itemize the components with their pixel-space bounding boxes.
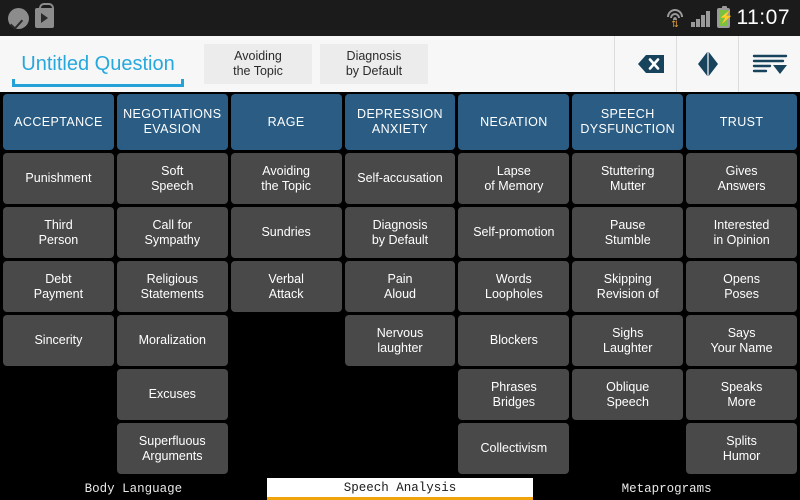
- chip-label-line2: the Topic: [233, 64, 283, 78]
- grid-cell[interactable]: Self-promotion: [458, 207, 570, 258]
- column-header-trust[interactable]: TRUST: [686, 94, 798, 150]
- chip-label-line1: Diagnosis: [346, 49, 402, 63]
- chip-label-line1: Avoiding: [234, 49, 282, 63]
- grid-cell-empty: [3, 369, 114, 420]
- chip-label-line2: by Default: [345, 64, 403, 78]
- wifi-icon: ⇅: [666, 9, 684, 29]
- play-store-bag-icon: [35, 3, 54, 28]
- mirror-diamond-button[interactable]: [676, 36, 738, 92]
- column-header-depression-anxiety[interactable]: DEPRESSION ANXIETY: [344, 94, 456, 150]
- column-header-rage[interactable]: RAGE: [230, 94, 342, 150]
- question-title-field[interactable]: Untitled Question: [0, 36, 196, 92]
- grid-cell[interactable]: Self-accusation: [344, 153, 456, 204]
- grid-cell[interactable]: Excuses: [116, 369, 228, 420]
- grid-cell-empty: [572, 423, 683, 474]
- column-header-acceptance[interactable]: ACCEPTANCE: [3, 94, 114, 150]
- backspace-delete-button[interactable]: [614, 36, 676, 92]
- title-underline: [12, 79, 184, 87]
- grid-cell-empty: [231, 369, 342, 420]
- chip-diagnosis-by-default[interactable]: Diagnosis by Default: [320, 44, 428, 84]
- status-bar-system: ⇅ 11:07: [666, 6, 790, 30]
- grid-cell[interactable]: Blockers: [458, 315, 570, 366]
- clock-label: 11:07: [736, 6, 790, 29]
- status-bar: ⇅ 11:07: [0, 0, 800, 36]
- grid-cell[interactable]: Moralization: [116, 315, 228, 366]
- sort-list-button[interactable]: [738, 36, 800, 92]
- grid-cell[interactable]: Collectivism: [458, 423, 570, 474]
- bottom-tab-bar: Body Language Speech Analysis Metaprogra…: [0, 478, 800, 500]
- grid-cell[interactable]: Sincerity: [3, 315, 114, 366]
- toolbar-actions: [614, 36, 800, 92]
- selected-chips: Avoiding the Topic Diagnosis by Default: [196, 36, 428, 92]
- battery-charging-icon: [716, 6, 730, 28]
- check-circle-icon: [8, 7, 29, 29]
- cellular-signal-icon: [691, 10, 710, 27]
- column-header-negation[interactable]: NEGATION: [458, 94, 570, 150]
- column-header-negotiations-evasion[interactable]: NEGOTIATIONS EVASION: [116, 94, 228, 150]
- tab-metaprograms[interactable]: Metaprograms: [533, 478, 800, 500]
- grid-cell-empty: [345, 369, 456, 420]
- grid-cell-empty: [3, 423, 114, 474]
- grid-cell-empty: [345, 423, 456, 474]
- grid-cell-empty: [231, 423, 342, 474]
- column-header-speech-dysfunction[interactable]: SPEECH DYSFUNCTION: [572, 94, 684, 150]
- grid-cell[interactable]: Sundries: [230, 207, 342, 258]
- header-row: ACCEPTANCE NEGOTIATIONS EVASION RAGE DEP…: [0, 94, 800, 150]
- tab-body-language[interactable]: Body Language: [0, 478, 267, 500]
- status-bar-notifications: [8, 3, 54, 29]
- tab-speech-analysis[interactable]: Speech Analysis: [266, 478, 534, 500]
- mirror-diamond-icon: [697, 51, 718, 77]
- grid-cell[interactable]: Punishment: [3, 153, 114, 204]
- toolbar: Untitled Question Avoiding the Topic Dia…: [0, 36, 800, 92]
- chip-avoiding-the-topic[interactable]: Avoiding the Topic: [204, 44, 312, 84]
- matrix-grid: ACCEPTANCE NEGOTIATIONS EVASION RAGE DEP…: [0, 92, 800, 474]
- sort-descending-icon: [752, 54, 787, 74]
- backspace-icon: [637, 55, 664, 73]
- page-title: Untitled Question: [21, 52, 175, 75]
- grid-cell-empty: [231, 315, 342, 366]
